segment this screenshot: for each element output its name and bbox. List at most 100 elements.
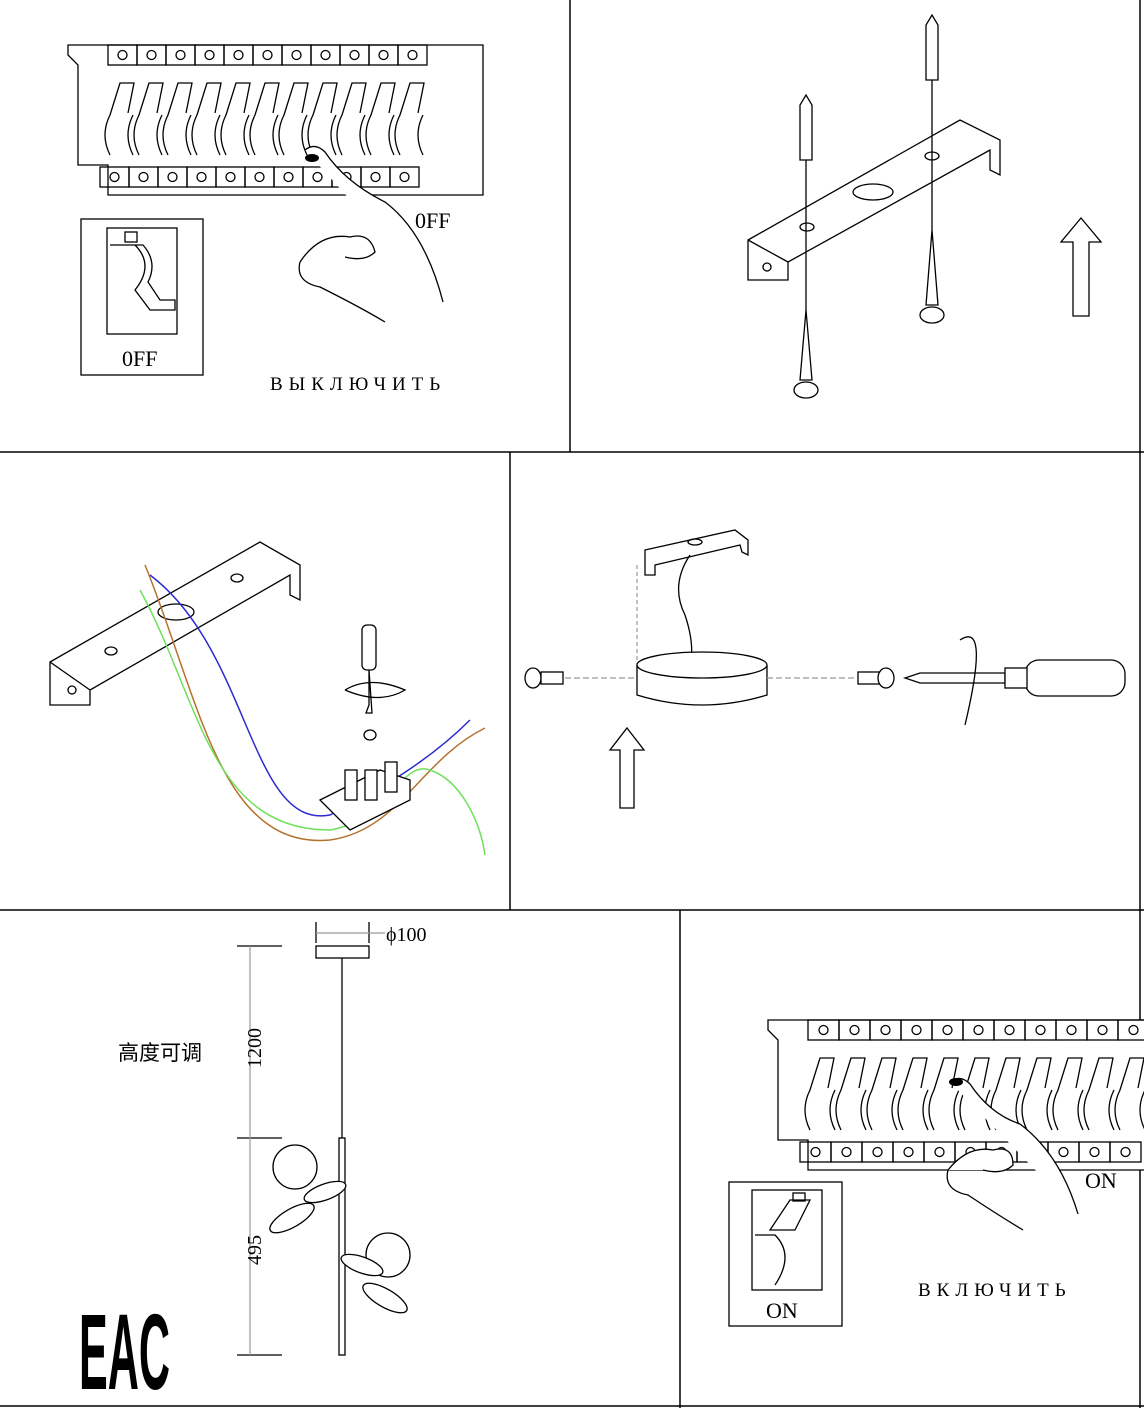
panel-step-3-wiring — [49, 541, 486, 856]
panel-step-2-mount-bracket — [747, 13, 1103, 399]
bracket-icon — [49, 541, 301, 706]
terminal-screw — [1097, 1024, 1108, 1036]
terminal-screw — [399, 171, 410, 183]
breaker-state-label: 0FF — [415, 208, 450, 233]
breaker-panel-icon — [767, 1019, 1144, 1171]
up-arrow-icon — [1059, 216, 1103, 317]
terminal-screw — [1004, 1024, 1015, 1036]
terminal-screw — [146, 49, 157, 61]
terminal-screw — [320, 49, 331, 61]
breaker-state-label: ON — [1085, 1168, 1117, 1193]
eac-mark-icon: EAC — [79, 1291, 170, 1408]
screwdriver-icon — [902, 636, 1126, 726]
terminal-screw — [880, 1024, 891, 1036]
body-height-label: 495 — [244, 1235, 266, 1265]
screwdriver-icon — [344, 624, 407, 714]
terminal-screw — [117, 49, 128, 61]
breaker-terminal — [1109, 1141, 1142, 1163]
terminal-screw — [225, 171, 236, 183]
breaker-toggle — [249, 82, 280, 156]
pendant-lamp-icon — [269, 958, 411, 1356]
breaker-terminal — [397, 44, 428, 66]
breaker-terminal — [1117, 1019, 1144, 1041]
terminal-screw — [942, 1024, 953, 1036]
terminal-screw — [903, 1146, 914, 1158]
breaker-toggle — [336, 82, 367, 156]
breaker-toggle — [104, 82, 135, 156]
diameter-label: ϕ100 — [386, 924, 427, 946]
terminal-screw — [254, 171, 265, 183]
panel-step-4-attach-base — [524, 529, 1126, 809]
switch-icon — [728, 1181, 843, 1327]
terminal-screw — [204, 49, 215, 61]
adjustable-height-note: 高度可调 — [118, 1041, 202, 1065]
terminal-screw — [138, 171, 149, 183]
wall-plug-icon — [799, 93, 813, 310]
terminal-screw — [818, 1024, 829, 1036]
terminal-screw — [109, 171, 120, 183]
screw-icon — [793, 309, 819, 399]
switch-state-label: 0FF — [122, 346, 157, 371]
up-arrow-icon — [608, 726, 646, 809]
panel-step-5-dimensions: ϕ100 1200 495 高度可调 EAC — [79, 922, 427, 1408]
breaker-toggle — [804, 1057, 836, 1131]
breaker-toggle — [1083, 1057, 1115, 1131]
bracket-icon — [644, 529, 749, 576]
terminal-screw — [973, 1024, 984, 1036]
breaker-toggle — [365, 82, 396, 156]
panel-step-6-power-on: ON ON ВКЛЮЧИТЬ — [728, 1019, 1144, 1327]
panel-step-1-power-off: 0FF 0FF ВЫКЛЮЧИТЬ — [67, 44, 484, 395]
terminal-screw — [1035, 1024, 1046, 1036]
breaker-terminal — [389, 166, 420, 188]
terminal-screw — [291, 49, 302, 61]
breaker-toggle — [220, 82, 251, 156]
terminal-screw — [175, 49, 186, 61]
terminal-screw — [262, 49, 273, 61]
breaker-toggle — [278, 82, 309, 156]
terminal-screw — [849, 1024, 860, 1036]
screw-icon — [363, 729, 377, 741]
breaker-toggle — [191, 82, 222, 156]
terminal-screw — [1066, 1024, 1077, 1036]
terminal-screw — [283, 171, 294, 183]
breaker-housing — [767, 1019, 1144, 1171]
terminal-screw — [196, 171, 207, 183]
terminal-screw — [934, 1146, 945, 1158]
ceiling-canopy — [315, 945, 370, 959]
terminal-screw — [1089, 1146, 1100, 1158]
power-off-caption: ВЫКЛЮЧИТЬ — [270, 374, 446, 395]
terminal-screw — [1058, 1146, 1069, 1158]
switch-icon — [80, 218, 204, 376]
terminal-screw — [167, 171, 178, 183]
breaker-toggle — [133, 82, 164, 156]
breaker-toggle — [1052, 1057, 1084, 1131]
screw-icon — [857, 667, 895, 689]
cable-length-label: 1200 — [244, 1028, 266, 1068]
terminal-screw — [233, 49, 244, 61]
switch-state-label: ON — [766, 1298, 798, 1323]
terminal-screw — [1128, 1024, 1139, 1036]
breaker-toggle — [928, 1057, 960, 1131]
hand-icon — [298, 145, 444, 323]
wire-blue — [149, 574, 471, 817]
terminal-screw — [312, 171, 323, 183]
breaker-toggle — [394, 82, 425, 156]
terminal-screw — [407, 49, 418, 61]
breaker-toggle — [1021, 1057, 1053, 1131]
hand-icon — [946, 1077, 1079, 1231]
lamp-base-icon — [636, 651, 768, 706]
breaker-toggle — [866, 1057, 898, 1131]
terminal-screw — [349, 49, 360, 61]
terminal-screw — [841, 1146, 852, 1158]
breaker-toggle — [835, 1057, 867, 1131]
terminal-screw — [911, 1024, 922, 1036]
terminal-screw — [1120, 1146, 1131, 1158]
terminal-screw — [872, 1146, 883, 1158]
wire-brown — [144, 564, 486, 842]
breaker-toggle — [897, 1057, 929, 1131]
fingernail — [305, 154, 319, 162]
power-on-caption: ВКЛЮЧИТЬ — [918, 1280, 1072, 1301]
